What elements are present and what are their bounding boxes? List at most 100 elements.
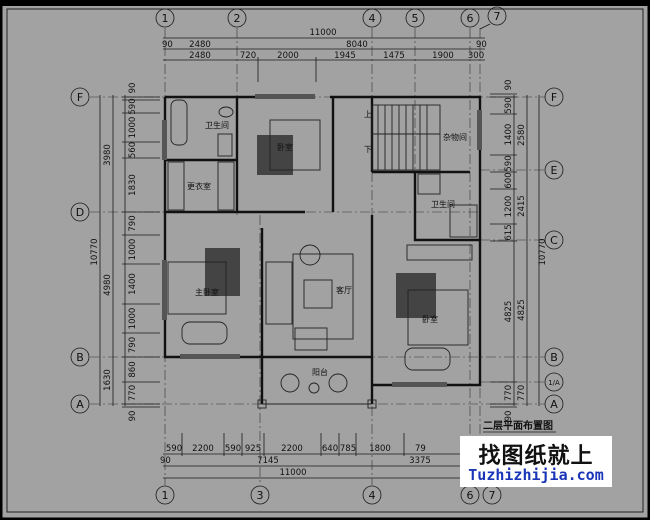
dim-text: 90 <box>162 40 173 50</box>
watermark-title: 找图纸就上 <box>478 444 594 469</box>
bed <box>269 119 321 171</box>
axis-label: 2 <box>234 12 241 25</box>
dim-text: 90 <box>128 411 138 422</box>
axis-label: D <box>76 206 84 219</box>
dim-text: 600 <box>504 172 514 188</box>
axis-label: B <box>76 351 84 364</box>
dimensions-left: 9059010005601830790100014001000790860770… <box>90 83 160 422</box>
window <box>180 354 240 359</box>
dim-text: 1630 <box>103 369 113 391</box>
dim-text: 770 <box>517 385 527 401</box>
dimensions-bottom: 590 2200 590 925 2200 640 785 1800 79 90… <box>160 433 470 479</box>
furniture <box>167 99 478 394</box>
side-sofa <box>294 327 328 351</box>
dim-text: 2480 <box>189 51 211 61</box>
dim-text: 300 <box>468 51 484 61</box>
dim-text: 2000 <box>277 51 299 61</box>
axis-label: B <box>550 351 558 364</box>
dim-text: 90 <box>504 411 514 422</box>
dim-text: 90 <box>128 83 138 94</box>
stair-up-label: 上 <box>364 110 372 119</box>
dim-text: 770 <box>128 385 138 401</box>
axis-label: 5 <box>412 12 419 25</box>
dim-text: 590 <box>166 444 182 454</box>
column <box>257 399 267 409</box>
wardrobe <box>217 161 235 211</box>
chaise <box>181 321 228 345</box>
dim-text: 2200 <box>281 444 303 454</box>
stair-treads <box>372 105 440 170</box>
axis-label: 1 <box>162 489 169 502</box>
dim-text: 590 <box>504 155 514 171</box>
axis-label: 6 <box>467 489 474 502</box>
axis-label: 3 <box>257 489 264 502</box>
bed <box>407 289 469 346</box>
axis-label: A <box>76 398 84 411</box>
wardrobe <box>167 161 185 211</box>
axis-label: F <box>551 91 557 104</box>
dim-text: 1830 <box>128 174 138 196</box>
dim-text: 2580 <box>517 124 527 146</box>
dim-text: 11000 <box>309 28 336 38</box>
axis-label: 1/A <box>548 379 560 387</box>
dim-text: 2415 <box>517 195 527 217</box>
watermark: 找图纸就上 Tuzhizhijia.com <box>460 436 612 487</box>
axis-label: 1 <box>162 12 169 25</box>
axis-bubbles-left: F D B A <box>70 87 90 414</box>
bed <box>167 261 227 315</box>
dim-text: 770 <box>504 385 514 401</box>
dim-text: 3980 <box>103 144 113 166</box>
dim-text: 720 <box>240 51 256 61</box>
dim-text: 925 <box>245 444 261 454</box>
window <box>392 382 447 387</box>
room-storage: 杂物间 <box>443 132 467 142</box>
dim-text: 1400 <box>128 273 138 295</box>
dim-text: 785 <box>340 444 356 454</box>
stair-down-label: 下 <box>364 145 372 154</box>
axis-bubbles-bottom: 1 3 4 6 7 <box>155 485 502 505</box>
rug <box>257 135 293 175</box>
chair <box>280 373 300 393</box>
dimensions-top: 11000 90 2480 8040 90 2480 720 2000 1945… <box>162 28 487 82</box>
room-master-bedroom: 主卧室 <box>195 287 219 297</box>
axis-bubbles-top: 1 2 4 5 6 7 <box>155 6 507 30</box>
dim-text: 4825 <box>517 299 527 321</box>
dim-text: 590 <box>225 444 241 454</box>
armchair <box>299 244 321 266</box>
dim-text: 1000 <box>128 117 138 139</box>
dim-text: 10770 <box>90 238 100 265</box>
column <box>367 399 377 409</box>
drawing-title: 二层平面布置图 <box>483 419 553 432</box>
sofa <box>265 261 293 325</box>
chair <box>328 373 348 393</box>
dim-text: 615 <box>504 224 514 240</box>
dim-text: 4980 <box>103 274 113 296</box>
dim-text: 590 <box>504 97 514 113</box>
room-bath-1: 卫生间 <box>205 120 229 130</box>
axis-label: 7 <box>489 489 496 502</box>
window <box>162 260 167 320</box>
axis-label: 7 <box>494 10 501 23</box>
axis-label: E <box>551 164 558 177</box>
dim-text: 1800 <box>369 444 391 454</box>
window <box>162 120 167 160</box>
frame-inner <box>6 8 644 513</box>
room-labels: 卫生间 更衣室 卧室 杂物间 卫生间 主卧室 客厅 卧室 阳台 上 下 <box>187 110 467 377</box>
left-detail-chain: 9059010005601830790100014001000790860770… <box>122 83 160 422</box>
dim-text: 640 <box>322 444 338 454</box>
room-balcony: 阳台 <box>312 367 328 377</box>
axis-label: 4 <box>369 12 376 25</box>
room-living: 客厅 <box>336 285 352 295</box>
dim-text: 1900 <box>432 51 454 61</box>
dim-text: 90 <box>476 40 487 50</box>
dim-text: 790 <box>128 337 138 353</box>
dim-text: 1000 <box>128 239 138 261</box>
dim-text: 1000 <box>128 308 138 330</box>
rug <box>205 248 240 296</box>
room-bedroom-1: 卧室 <box>277 142 293 152</box>
room-closet: 更衣室 <box>187 181 211 191</box>
